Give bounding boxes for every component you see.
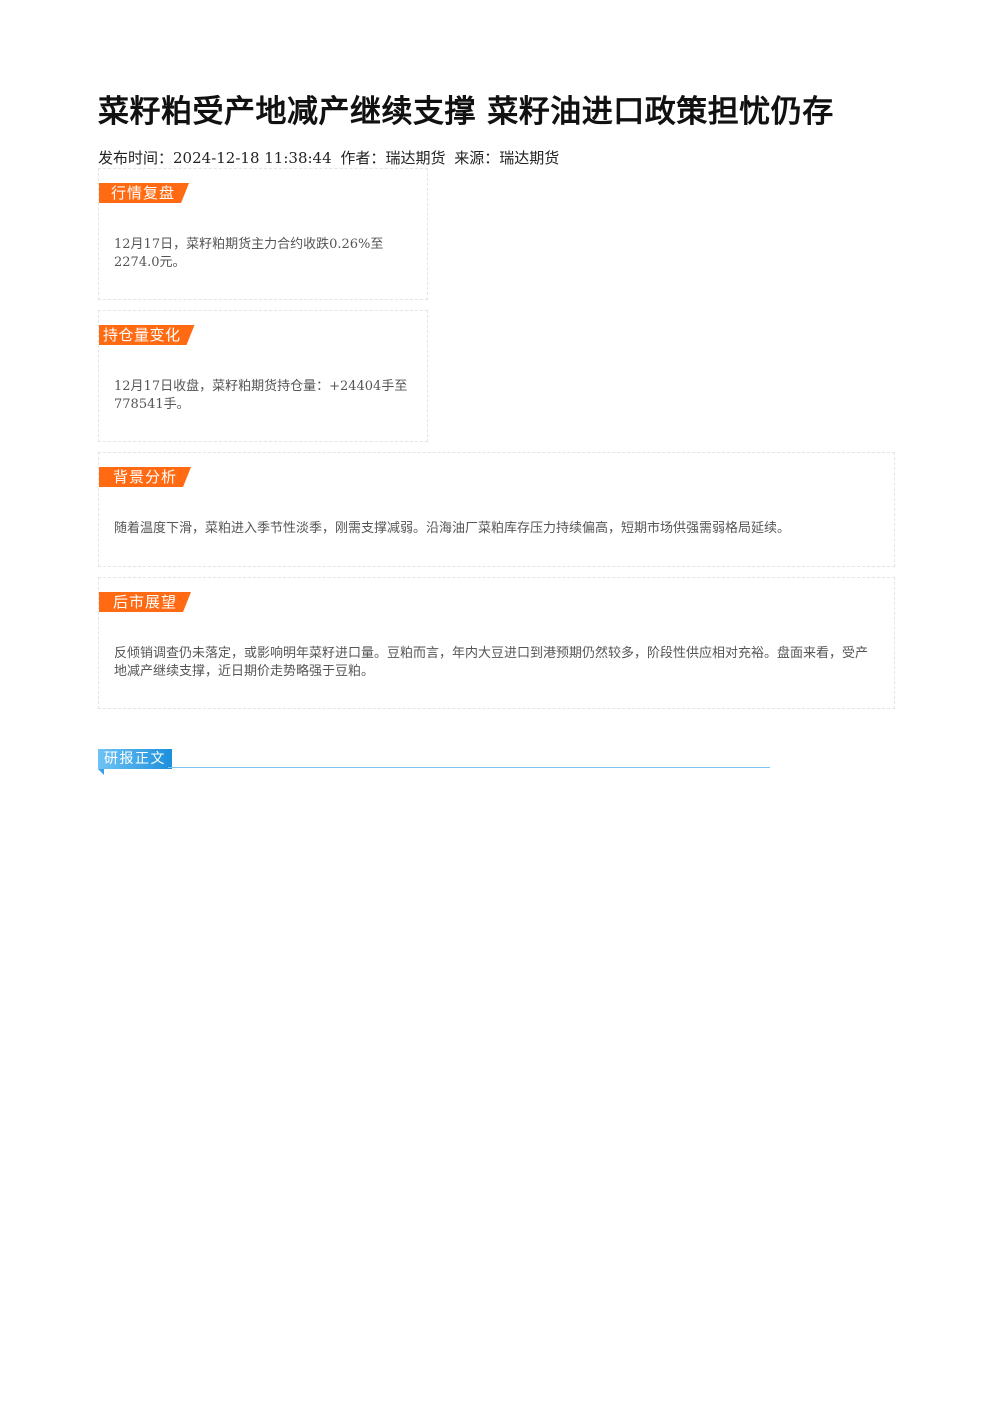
article-title: 菜籽粕受产地减产继续支撑 菜籽油进口政策担忧仍存 bbox=[98, 94, 834, 130]
report-corner-icon bbox=[98, 769, 104, 775]
publish-label: 发布时间： bbox=[98, 149, 174, 167]
report-body-header: 研报正文 bbox=[98, 749, 770, 777]
market-review-text: 12月17日，菜籽粕期货主力合约收跌0.26%至2274.0元。 bbox=[114, 237, 384, 270]
background-text: 随着温度下滑，菜粕进入季节性淡季，刚需支撑减弱。沿海油厂菜粕库存压力持续偏高，短… bbox=[114, 521, 791, 536]
report-body-divider bbox=[168, 767, 770, 768]
outlook-section: 后市展望 反倾销调查仍未落定，或影响明年菜籽进口量。豆粕而言，年内大豆进口到港预… bbox=[98, 577, 895, 709]
outlook-text: 反倾销调查仍未落定，或影响明年菜籽进口量。豆粕而言，年内大豆进口到港预期仍然较多… bbox=[114, 646, 869, 679]
author-label: 作者： bbox=[340, 149, 386, 167]
report-body-label: 研报正文 bbox=[98, 749, 172, 769]
article-meta: 发布时间：2024-12-18 11:38:44 作者：瑞达期货 来源：瑞达期货 bbox=[98, 147, 563, 168]
market-review-tag: 行情复盘 bbox=[99, 183, 189, 203]
source-name: 瑞达期货 bbox=[499, 149, 560, 167]
background-tag: 背景分析 bbox=[99, 467, 191, 487]
background-section: 背景分析 随着温度下滑，菜粕进入季节性淡季，刚需支撑减弱。沿海油厂菜粕库存压力持… bbox=[98, 452, 895, 567]
outlook-tag: 后市展望 bbox=[99, 592, 191, 612]
market-review-section: 行情复盘 12月17日，菜籽粕期货主力合约收跌0.26%至2274.0元。 bbox=[98, 168, 428, 300]
position-change-text: 12月17日收盘，菜籽粕期货持仓量：+24404手至778541手。 bbox=[114, 379, 408, 412]
position-change-section: 持仓量变化 12月17日收盘，菜籽粕期货持仓量：+24404手至778541手。 bbox=[98, 310, 428, 442]
author-name: 瑞达期货 bbox=[385, 149, 446, 167]
source-label: 来源： bbox=[454, 149, 500, 167]
publish-time: 2024-12-18 11:38:44 bbox=[173, 149, 332, 167]
position-change-tag: 持仓量变化 bbox=[99, 325, 195, 345]
